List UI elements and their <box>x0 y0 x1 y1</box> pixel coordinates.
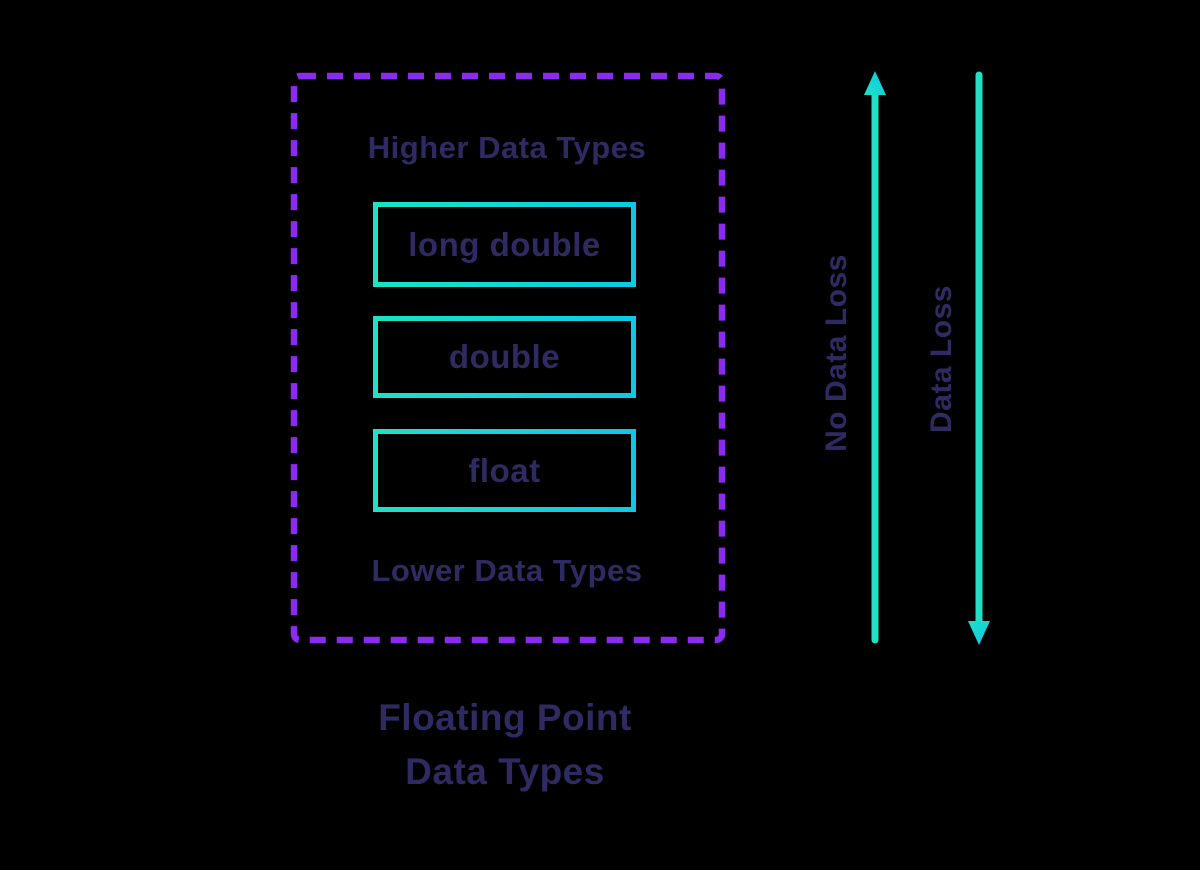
data-loss-arrow-head <box>968 621 990 645</box>
no-data-loss-arrow-head <box>864 71 886 95</box>
no-data-loss-arrow <box>864 71 886 644</box>
diagram-title-line2: Data Types <box>405 751 605 792</box>
type-box-float: float <box>373 429 636 512</box>
data-loss-label: Data Loss <box>925 285 958 433</box>
type-box-float-label: float <box>468 451 541 489</box>
type-box-long-double-label: long double <box>408 225 601 263</box>
type-box-double-label: double <box>448 338 561 375</box>
no-data-loss-label: No Data Loss <box>820 254 853 452</box>
type-box-double: double <box>373 316 636 398</box>
lower-data-types-label: Lower Data Types <box>371 553 643 588</box>
higher-data-types-label: Higher Data Types <box>367 130 647 165</box>
data-loss-arrow <box>968 71 990 645</box>
floating-point-group-dashed-border <box>290 72 726 644</box>
type-box-long-double: long double <box>373 202 636 287</box>
diagram-title-line1: Floating Point <box>378 697 632 738</box>
diagram-title: Floating Point Data Types <box>290 691 720 799</box>
